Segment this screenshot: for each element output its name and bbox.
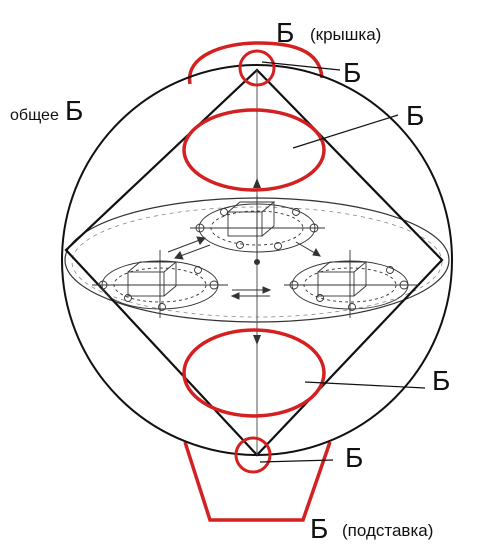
lid-note: (крышка) [310, 25, 381, 44]
lower-letter: Б [432, 365, 450, 396]
top-letter: Б [343, 57, 361, 88]
mechanism-right [284, 250, 418, 318]
leader-top [261, 61, 341, 71]
transfer-arrows [167, 236, 321, 300]
bottom-letter: Б [345, 442, 363, 473]
upper-letter: Б [406, 100, 424, 131]
stand-note: (подставка) [342, 521, 433, 540]
top-red-circle [238, 49, 276, 87]
axis-arrow-up [253, 178, 261, 188]
upper-red-ellipse [182, 108, 326, 192]
lid-letter: Б [276, 17, 294, 48]
leader-bottom [259, 459, 334, 463]
lid-arc [187, 41, 324, 85]
general-letter: Б [65, 95, 83, 126]
bottom-red-circle [234, 436, 272, 474]
stand-letter: Б [310, 513, 328, 544]
leader-upper [292, 114, 399, 149]
mechanism-top [190, 195, 325, 260]
mechanism-left [92, 250, 228, 318]
axis-arrow-down [253, 335, 261, 345]
double-cone-rhombus [64, 68, 444, 457]
stand-shape [183, 441, 332, 522]
leader-lower [304, 381, 426, 389]
lower-red-ellipse [182, 328, 326, 418]
general-text: общее [10, 107, 59, 124]
